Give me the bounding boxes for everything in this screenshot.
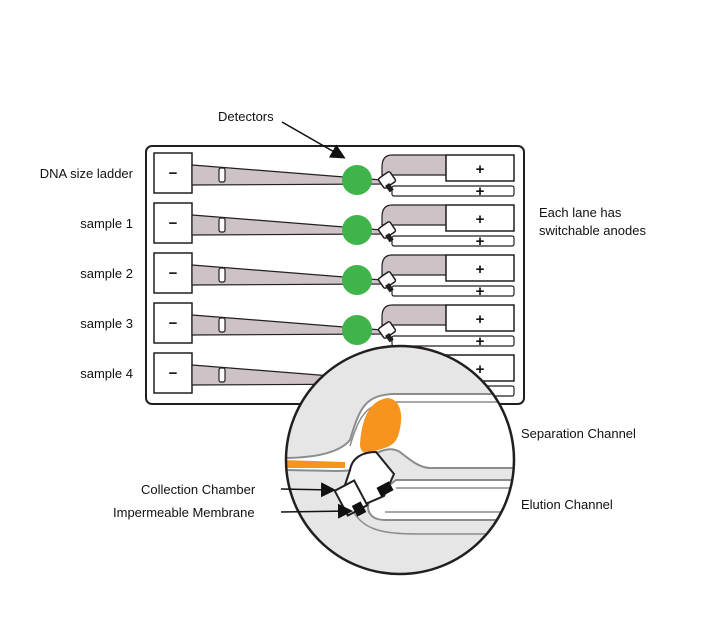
lane-ladder: DNA size ladder − + +: [40, 152, 515, 200]
upper-anode-channel: [381, 304, 447, 326]
cathode-well: [153, 152, 193, 194]
lower-anode-channel: [391, 285, 515, 297]
lane-label: sample 4: [80, 366, 133, 381]
detectors-arrow: [281, 121, 346, 159]
sample-band-tail: [286, 460, 345, 468]
lower-anode-channel: [391, 235, 515, 247]
upper-anode-symbol: +: [476, 311, 485, 328]
membrane-mark: [385, 283, 394, 293]
lane-label: DNA size ladder: [40, 166, 134, 181]
upper-anode-well: [445, 204, 515, 232]
anodes-note-line2: switchable anodes: [539, 223, 646, 238]
lower-anode-symbol: +: [476, 183, 485, 200]
anodes-note-line1: Each lane has: [539, 205, 622, 220]
upper-anode-symbol: +: [476, 161, 485, 178]
cathode-well: [153, 302, 193, 344]
lane-sample-3: sample 3 − + +: [80, 302, 515, 350]
detector-dot: [342, 215, 372, 245]
collection-chamber-arrow: [280, 482, 336, 498]
cathode-symbol: −: [169, 315, 178, 332]
detector-dot: [342, 165, 372, 195]
upper-anode-well: [445, 154, 515, 182]
cathode-symbol: −: [169, 215, 178, 232]
upper-anode-well: [445, 304, 515, 332]
lower-anode-symbol: +: [476, 233, 485, 250]
sample-well: [218, 217, 226, 233]
sample-well: [218, 317, 226, 333]
lane-label: sample 1: [80, 216, 133, 231]
lower-anode-symbol: +: [476, 333, 485, 350]
upper-anode-channel: [381, 154, 447, 176]
collection-chamber-label: Collection Chamber: [141, 482, 256, 497]
lane-sample-1: sample 1 − + +: [80, 202, 515, 250]
membrane-mark: [385, 183, 394, 193]
impermeable-membrane-label: Impermeable Membrane: [113, 505, 255, 520]
sample-band: [360, 398, 402, 454]
lane-label: sample 2: [80, 266, 133, 281]
lower-anode-channel: [391, 185, 515, 197]
membrane-mark: [385, 233, 394, 243]
lower-anode-symbol: +: [476, 283, 485, 300]
cathode-symbol: −: [169, 265, 178, 282]
lower-anode-channel: [391, 335, 515, 347]
detector-dot: [342, 315, 372, 345]
impermeable-membrane-arrow: [280, 503, 353, 519]
sample-well: [218, 267, 226, 283]
upper-anode-channel: [381, 204, 447, 226]
cathode-symbol: −: [169, 165, 178, 182]
lane-label: sample 3: [80, 316, 133, 331]
cathode-symbol: −: [169, 365, 178, 382]
sample-well: [218, 167, 226, 183]
impermeable-membrane-shape: [351, 501, 367, 517]
sample-well: [218, 367, 226, 383]
lane-sample-2: sample 2 − + +: [80, 252, 515, 300]
cathode-well: [153, 352, 193, 394]
separation-channel-label: Separation Channel: [521, 426, 636, 441]
cathode-well: [153, 202, 193, 244]
upper-anode-channel: [381, 254, 447, 276]
detector-dot: [342, 265, 372, 295]
upper-anode-symbol: +: [476, 211, 485, 228]
upper-anode-symbol: +: [476, 361, 485, 378]
upper-anode-well: [445, 254, 515, 282]
detectors-label: Detectors: [218, 109, 274, 124]
membrane-mark: [385, 333, 394, 343]
upper-anode-symbol: +: [476, 261, 485, 278]
elution-channel-label: Elution Channel: [521, 497, 613, 512]
